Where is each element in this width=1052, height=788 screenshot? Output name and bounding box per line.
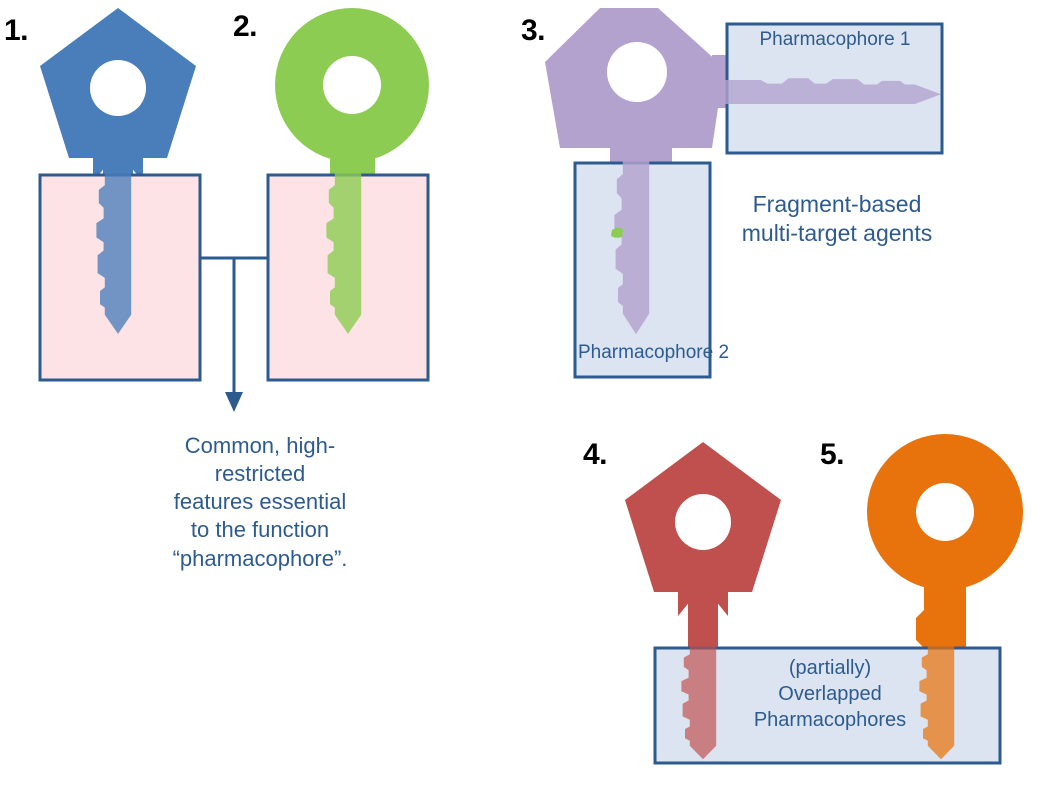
caption-fragment-based: Fragment-based multi-target agents (741, 191, 933, 247)
label-pharmacophore-2: Pharmacophore 2 (578, 342, 730, 363)
item-number-1: 1. (4, 14, 29, 47)
item-number-5: 5. (820, 438, 845, 471)
merge-connector (200, 256, 268, 400)
arrow-head-icon (225, 392, 243, 412)
label-pharmacophore-1: Pharmacophore 1 (759, 29, 911, 50)
caption-common-features: Common, high- restricted features essent… (172, 433, 348, 571)
item-number-3: 3. (521, 14, 546, 47)
item-number-4: 4. (583, 438, 608, 471)
item-number-2: 2. (233, 10, 258, 43)
key-1-blue (40, 8, 196, 192)
key-2-green (275, 8, 429, 190)
green-fragment-accent (611, 227, 623, 238)
label-overlapped-pharmacophores: (partially) Overlapped Pharmacophores (753, 657, 907, 731)
key-4-red (625, 442, 781, 660)
key-5-orange (867, 434, 1023, 660)
